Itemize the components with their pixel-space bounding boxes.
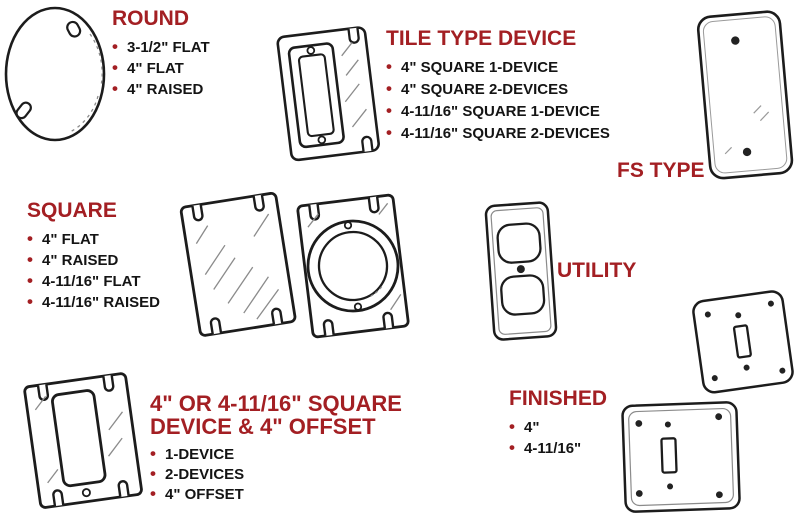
toggle-slot-icon xyxy=(660,437,678,474)
fs-cover-illustration xyxy=(692,2,796,186)
spec-list-square: 4" FLAT 4" RAISED 4-11/16" FLAT 4-11/16"… xyxy=(27,228,160,313)
screw-hole-icon xyxy=(317,135,327,145)
spec-item: 4" RAISED xyxy=(27,249,160,271)
spec-item: 4" RAISED xyxy=(112,78,210,100)
corner-slot-icon xyxy=(271,307,284,325)
screw-hole-icon xyxy=(715,413,723,421)
device-cover-illustration xyxy=(10,362,150,518)
screw-hole-icon xyxy=(667,483,674,490)
screw-hole-icon xyxy=(353,302,363,311)
spec-item: 4-11/16" RAISED xyxy=(27,291,160,313)
spec-item: 4" SQUARE 1-DEVICE xyxy=(386,56,610,79)
section-title-device-line2: DEVICE & 4" OFFSET xyxy=(150,414,376,439)
section-title-tile: TILE TYPE DEVICE xyxy=(386,27,577,50)
spec-item: 4" OFFSET xyxy=(150,484,402,505)
mounting-notch-icon xyxy=(15,101,32,120)
corner-slot-icon xyxy=(36,383,50,401)
duplex-opening-icon xyxy=(500,274,546,316)
spec-item: 4" FLAT xyxy=(112,57,210,79)
corner-slot-icon xyxy=(361,135,374,153)
screw-hole-icon xyxy=(704,311,711,318)
spec-item: 3-1/2" FLAT xyxy=(112,36,210,58)
corner-slot-icon xyxy=(52,489,65,507)
screw-hole-icon xyxy=(779,367,786,374)
section-square: SQUARE 4" FLAT 4" RAISED 4-11/16" FLAT 4… xyxy=(27,200,160,313)
corner-slot-icon xyxy=(322,319,335,337)
section-title-device-line1: 4" OR 4-11/16" SQUARE xyxy=(150,391,402,416)
section-round: ROUND 3-1/2" FLAT 4" FLAT 4" RAISED xyxy=(112,8,210,100)
round-cover-illustration xyxy=(2,2,108,144)
section-title-utility: UTILITY xyxy=(557,259,637,282)
section-title-fs: FS TYPE xyxy=(617,159,705,182)
square-raised-cover-illustration xyxy=(293,180,413,352)
spec-item: 4" SQUARE 2-DEVICES xyxy=(386,78,610,101)
screw-hole-icon xyxy=(635,420,643,427)
screw-hole-icon xyxy=(767,300,774,307)
screw-hole-icon xyxy=(343,221,353,230)
section-title-square: SQUARE xyxy=(27,199,117,222)
section-title-round: ROUND xyxy=(112,7,189,30)
section-device-offset: 4" OR 4-11/16" SQUARE DEVICE & 4" OFFSET… xyxy=(150,392,402,505)
corner-slot-icon xyxy=(117,480,130,498)
spec-item: 4-11/16" SQUARE 2-DEVICES xyxy=(386,122,610,145)
screw-hole-icon xyxy=(715,491,723,499)
square-flat-cover-illustration xyxy=(170,174,298,354)
screw-hole-icon xyxy=(81,488,91,498)
corner-slot-icon xyxy=(191,204,204,222)
spec-item: 4-11/16" SQUARE 1-DEVICE xyxy=(386,100,610,123)
corner-slot-icon xyxy=(252,194,265,212)
spec-list-device: 1-DEVICE 2-DEVICES 4" OFFSET xyxy=(150,444,402,505)
section-title-finished: FINISHED xyxy=(509,387,608,410)
screw-hole-icon xyxy=(711,375,718,382)
tile-cover-illustration xyxy=(270,16,382,168)
spec-item: 1-DEVICE xyxy=(150,444,402,465)
mounting-slot-icon xyxy=(66,20,82,38)
spec-item: 4" xyxy=(509,416,607,438)
finished-cover-lower-illustration xyxy=(616,394,748,518)
device-opening-icon xyxy=(51,389,107,488)
spec-list-round: 3-1/2" FLAT 4" FLAT 4" RAISED xyxy=(112,36,210,100)
spec-item: 4-11/16" xyxy=(509,437,607,459)
finished-cover-upper-illustration xyxy=(686,284,798,400)
duplex-opening-icon xyxy=(496,222,542,264)
spec-list-tile: 4" SQUARE 1-DEVICE 4" SQUARE 2-DEVICES 4… xyxy=(386,56,610,145)
screw-hole-icon xyxy=(742,147,752,157)
section-fs: FS TYPE xyxy=(617,160,705,182)
screw-hole-icon xyxy=(306,46,316,55)
screw-hole-icon xyxy=(664,421,671,428)
section-tile: TILE TYPE DEVICE 4" SQUARE 1-DEVICE 4" S… xyxy=(386,28,610,145)
corner-slot-icon xyxy=(308,203,321,221)
corner-slot-icon xyxy=(347,27,360,44)
spec-item: 2-DEVICES xyxy=(150,464,402,485)
toggle-slot-icon xyxy=(732,324,752,359)
screw-hole-icon xyxy=(635,490,643,497)
spec-list-finished: 4" 4-11/16" xyxy=(509,416,607,459)
utility-cover-illustration xyxy=(482,196,562,346)
section-finished: FINISHED 4" 4-11/16" xyxy=(509,388,607,459)
screw-hole-icon xyxy=(516,265,525,274)
spec-item: 4" FLAT xyxy=(27,228,160,250)
screw-hole-icon xyxy=(735,312,742,319)
section-utility: UTILITY xyxy=(557,260,636,282)
screw-hole-icon xyxy=(731,36,740,45)
spec-item: 4-11/16" FLAT xyxy=(27,270,160,292)
screw-hole-icon xyxy=(743,364,750,371)
corner-slot-icon xyxy=(367,196,380,214)
corner-slot-icon xyxy=(102,374,115,392)
corner-slot-icon xyxy=(209,317,223,335)
corner-slot-icon xyxy=(382,311,395,329)
